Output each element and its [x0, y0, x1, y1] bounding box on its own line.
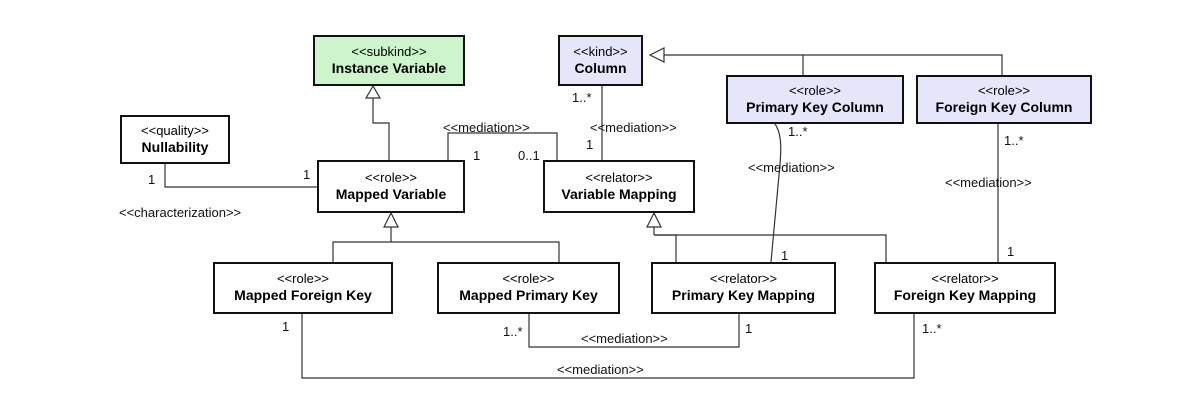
generalization-mapped-variable-to-instance-variable: [372, 97, 390, 160]
multiplicity-foreign-key-mapping-bottom: 1..*: [922, 321, 942, 336]
relation-label-mediation-foreign-key-column: <<mediation>>: [945, 175, 1032, 190]
class-name: Nullability: [141, 138, 209, 155]
class-primary-key-column[interactable]: <<role>> Primary Key Column: [726, 75, 904, 124]
relation-label-mediation-mapped-variable: <<mediation>>: [443, 120, 530, 135]
class-mapped-foreign-key[interactable]: <<role>> Mapped Foreign Key: [213, 262, 393, 314]
mediation-primary-key-column-primary-key-mapping: [770, 123, 782, 263]
class-variable-mapping[interactable]: <<relator>> Variable Mapping: [543, 160, 695, 213]
class-mapped-variable[interactable]: <<role>> Mapped Variable: [317, 160, 465, 213]
stereotype-label: <<relator>>: [709, 271, 778, 287]
class-name: Foreign Key Mapping: [893, 287, 1037, 304]
generalization-arrowhead-variable-mapping: [646, 211, 662, 228]
multiplicity-variable-mapping-mapped-variable: 0..1: [518, 148, 540, 163]
multiplicity-nullability: 1: [148, 172, 156, 187]
generalization-mapped-primary-key: [391, 241, 560, 262]
class-name: Mapped Primary Key: [459, 287, 598, 304]
generalization-arrowhead-instance-variable: [364, 84, 382, 99]
stereotype-label: <<relator>>: [931, 271, 999, 287]
class-name: Variable Mapping: [561, 185, 677, 202]
multiplicity-mapped-foreign-key: 1: [282, 319, 290, 334]
multiplicity-foreign-key-column: 1..*: [1004, 133, 1024, 148]
stereotype-label: <<role>>: [364, 169, 418, 185]
class-name: Instance Variable: [331, 59, 447, 76]
stereotype-label: <<kind>>: [573, 43, 628, 59]
multiplicity-foreign-key-mapping-top: 1: [1007, 244, 1015, 259]
multiplicity-primary-key-column: 1..*: [788, 124, 808, 139]
stereotype-label: <<role>>: [977, 82, 1031, 98]
class-name: Primary Key Column: [746, 98, 884, 115]
class-name: Foreign Key Column: [935, 98, 1073, 115]
class-name: Column: [574, 59, 627, 76]
relation-label-mediation-mapped-primary-key: <<mediation>>: [581, 331, 668, 346]
multiplicity-mapped-primary-key: 1..*: [503, 324, 523, 339]
stereotype-label: <<quality>>: [141, 122, 209, 138]
class-nullability[interactable]: <<quality>> Nullability: [120, 115, 230, 164]
multiplicity-column: 1..*: [572, 90, 592, 105]
class-foreign-key-column[interactable]: <<role>> Foreign Key Column: [916, 75, 1092, 124]
class-foreign-key-mapping[interactable]: <<relator>> Foreign Key Mapping: [874, 262, 1056, 314]
class-instance-variable[interactable]: <<subkind>> Instance Variable: [313, 35, 465, 86]
characterization-connector: [164, 164, 317, 188]
mediation-mapped-variable-variable-mapping: [447, 132, 558, 160]
multiplicity-mapped-variable-characterization: 1: [303, 167, 311, 182]
mediation-mapped-foreign-key-foreign-key-mapping: [301, 314, 915, 379]
generalization-mapped-foreign-key: [332, 241, 391, 262]
stereotype-label: <<subkind>>: [351, 43, 427, 59]
generalization-primary-key-column: [802, 54, 1003, 75]
stereotype-label: <<role>>: [276, 271, 330, 287]
relation-label-mediation-column: <<mediation>>: [590, 120, 677, 135]
multiplicity-mapped-variable-mediation: 1: [473, 148, 481, 163]
class-primary-key-mapping[interactable]: <<relator>> Primary Key Mapping: [651, 262, 836, 314]
stereotype-label: <<role>>: [788, 82, 842, 98]
mediation-mapped-primary-key-primary-key-mapping: [528, 314, 740, 348]
multiplicity-variable-mapping-column: 1: [586, 137, 594, 152]
class-column[interactable]: <<kind>> Column: [558, 35, 643, 86]
relation-label-mediation-primary-key-column: <<mediation>>: [748, 160, 835, 175]
generalization-foreign-key-mapping: [654, 234, 887, 262]
generalization-primary-key-mapping: [654, 234, 677, 262]
multiplicity-primary-key-mapping-bottom: 1: [745, 321, 753, 336]
stereotype-label: <<relator>>: [585, 169, 653, 185]
class-name: Primary Key Mapping: [671, 287, 816, 304]
class-name: Mapped Variable: [335, 185, 447, 202]
relation-label-mediation-mapped-foreign-key: <<mediation>>: [557, 362, 644, 377]
stereotype-label: <<role>>: [502, 271, 555, 287]
generalization-arrowhead-column: [648, 47, 665, 63]
relation-label-characterization: <<characterization>>: [119, 205, 242, 220]
class-name: Mapped Foreign Key: [234, 287, 372, 304]
class-mapped-primary-key[interactable]: <<role>> Mapped Primary Key: [437, 262, 620, 314]
generalization-arrowhead-mapped-variable: [383, 211, 399, 228]
multiplicity-primary-key-mapping-top: 1: [781, 248, 789, 263]
